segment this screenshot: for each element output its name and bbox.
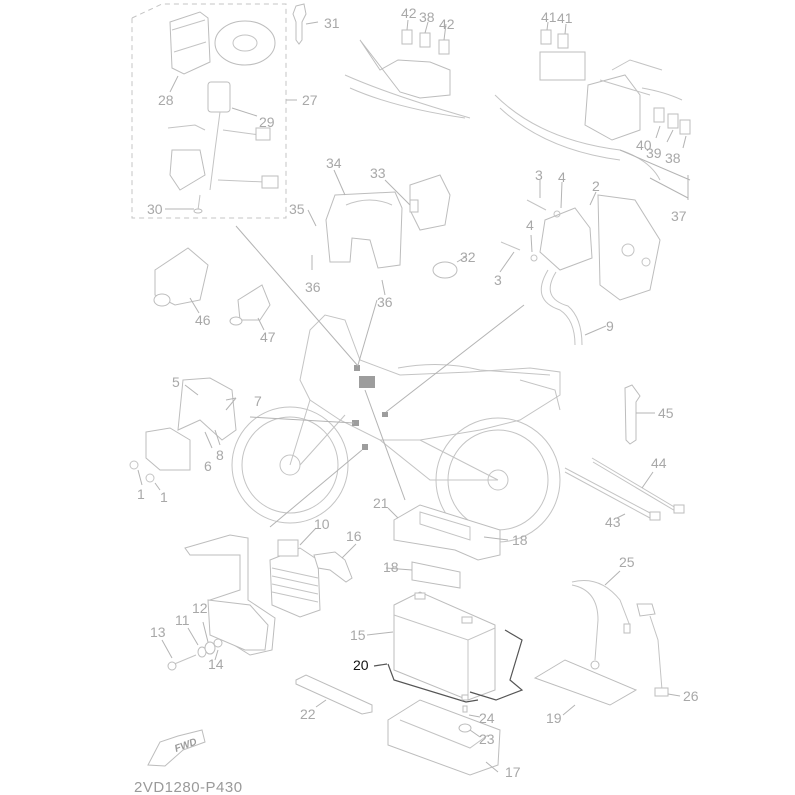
callout-36[interactable]: 36 bbox=[305, 279, 321, 295]
callout-39[interactable]: 39 bbox=[646, 145, 662, 161]
callout-8[interactable]: 8 bbox=[216, 447, 224, 463]
callout-1[interactable]: 1 bbox=[137, 486, 145, 502]
callout-7[interactable]: 7 bbox=[254, 393, 262, 409]
ignition-set-group bbox=[131, 3, 297, 219]
callout-15[interactable]: 15 bbox=[350, 627, 366, 643]
callout-29[interactable]: 29 bbox=[259, 114, 275, 130]
callout-6[interactable]: 6 bbox=[204, 458, 212, 474]
headlight-bracket[interactable] bbox=[129, 377, 237, 491]
callout-45[interactable]: 45 bbox=[658, 405, 674, 421]
callout-11[interactable]: 11 bbox=[175, 612, 190, 628]
callout-labels: 1 1 2 3 3 4 4 5 6 7 8 9 10 11 12 13 14 1… bbox=[137, 5, 699, 780]
main-bracket[interactable] bbox=[184, 534, 276, 656]
screw-part[interactable] bbox=[165, 194, 203, 214]
callout-43[interactable]: 43 bbox=[605, 514, 621, 530]
fuse-box[interactable] bbox=[494, 21, 691, 200]
callout-46[interactable]: 46 bbox=[195, 312, 211, 328]
callout-38[interactable]: 38 bbox=[665, 150, 681, 166]
battery-location-marker bbox=[352, 420, 359, 426]
key-part[interactable] bbox=[292, 3, 319, 45]
callout-47[interactable]: 47 bbox=[260, 329, 276, 345]
battery-strap[interactable] bbox=[295, 674, 373, 715]
callout-26[interactable]: 26 bbox=[683, 688, 699, 704]
callout-35[interactable]: 35 bbox=[289, 201, 305, 217]
battery[interactable] bbox=[366, 591, 496, 701]
damper-bolt[interactable] bbox=[458, 694, 481, 738]
callout-44[interactable]: 44 bbox=[651, 455, 667, 471]
main-switch-part[interactable] bbox=[167, 81, 279, 191]
callout-28[interactable]: 28 bbox=[158, 92, 174, 108]
regulator-bracket[interactable] bbox=[313, 543, 357, 583]
callout-5[interactable]: 5 bbox=[172, 374, 180, 390]
rubber-cap-small[interactable] bbox=[229, 284, 271, 331]
callout-19[interactable]: 19 bbox=[546, 710, 562, 726]
callout-13[interactable]: 13 bbox=[150, 624, 166, 640]
callout-42[interactable]: 42 bbox=[401, 5, 417, 21]
callout-32[interactable]: 32 bbox=[460, 249, 476, 265]
callout-31[interactable]: 31 bbox=[324, 15, 340, 31]
callout-3[interactable]: 3 bbox=[535, 167, 543, 183]
battery-pad[interactable] bbox=[385, 561, 461, 589]
callout-4[interactable]: 4 bbox=[526, 217, 534, 233]
rectifier-regulator[interactable] bbox=[269, 527, 321, 618]
rubber-cap-large[interactable] bbox=[153, 247, 209, 314]
callout-16[interactable]: 16 bbox=[346, 528, 362, 544]
callout-22[interactable]: 22 bbox=[300, 706, 316, 722]
relay-location-marker bbox=[354, 365, 360, 371]
ecu-location-marker bbox=[362, 444, 368, 450]
callout-18[interactable]: 18 bbox=[383, 559, 399, 575]
callout-27[interactable]: 27 bbox=[302, 92, 318, 108]
callout-2[interactable]: 2 bbox=[592, 178, 600, 194]
forward-direction-arrow: FWD bbox=[147, 729, 206, 767]
fuse-location-marker bbox=[359, 376, 375, 388]
callout-3[interactable]: 3 bbox=[494, 272, 502, 288]
cable-ties[interactable] bbox=[564, 457, 685, 521]
callout-10[interactable]: 10 bbox=[314, 516, 330, 532]
regulator-location-marker bbox=[382, 412, 388, 417]
starter-relay-bracket[interactable] bbox=[499, 180, 661, 346]
fuel-cap-lock-part[interactable] bbox=[214, 20, 276, 66]
callout-41[interactable]: 41 bbox=[557, 10, 573, 26]
motorcycle-illustration bbox=[231, 225, 561, 543]
callout-14[interactable]: 14 bbox=[208, 656, 224, 672]
callout-30[interactable]: 30 bbox=[147, 201, 163, 217]
callout-21[interactable]: 21 bbox=[373, 495, 389, 511]
battery-band[interactable] bbox=[373, 629, 524, 703]
callout-25[interactable]: 25 bbox=[619, 554, 635, 570]
callout-37[interactable]: 37 bbox=[671, 208, 687, 224]
relay-holder-left[interactable] bbox=[344, 19, 471, 119]
callout-9[interactable]: 9 bbox=[606, 318, 614, 334]
callout-40[interactable]: 40 bbox=[636, 137, 652, 153]
cable-band[interactable] bbox=[624, 384, 655, 445]
callout-12[interactable]: 12 bbox=[192, 600, 208, 616]
steering-lock-cover[interactable] bbox=[307, 169, 468, 296]
diagram-code: 2VD1280-P430 bbox=[134, 779, 243, 795]
callout-33[interactable]: 33 bbox=[370, 165, 386, 181]
starter-motor-lead[interactable] bbox=[636, 603, 681, 697]
callout-23[interactable]: 23 bbox=[479, 731, 495, 747]
negative-lead-wire[interactable] bbox=[571, 570, 631, 670]
callout-18[interactable]: 18 bbox=[512, 532, 528, 548]
callout-34[interactable]: 34 bbox=[326, 155, 342, 171]
callout-20[interactable]: 20 bbox=[353, 657, 369, 673]
callout-36[interactable]: 36 bbox=[377, 294, 393, 310]
callout-42[interactable]: 42 bbox=[439, 16, 455, 32]
callout-41[interactable]: 41 bbox=[541, 9, 557, 25]
callout-38[interactable]: 38 bbox=[419, 9, 435, 25]
bolt-washer-set[interactable] bbox=[161, 621, 223, 671]
battery-plate[interactable] bbox=[533, 659, 638, 716]
callout-1[interactable]: 1 bbox=[160, 489, 168, 505]
battery-case[interactable] bbox=[387, 699, 501, 776]
callout-4[interactable]: 4 bbox=[558, 169, 566, 185]
callout-17[interactable]: 17 bbox=[505, 764, 521, 780]
battery-cover[interactable] bbox=[387, 504, 509, 561]
ecu-part[interactable] bbox=[169, 11, 211, 93]
callout-24[interactable]: 24 bbox=[479, 710, 495, 726]
